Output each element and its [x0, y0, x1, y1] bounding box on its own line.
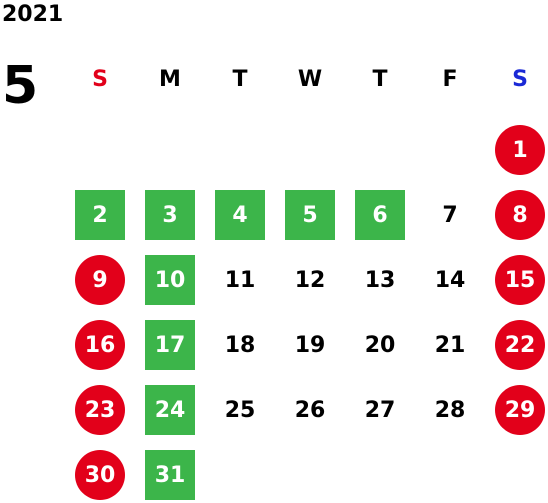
day-15: 15 [495, 255, 545, 305]
day-1: 1 [495, 125, 545, 175]
day-8: 8 [495, 190, 545, 240]
weekday-monday: M [159, 67, 181, 92]
day-5: 5 [285, 190, 335, 240]
year-label: 2021 [2, 2, 64, 27]
day-24: 24 [145, 385, 195, 435]
day-20: 20 [364, 332, 396, 358]
day-21: 21 [434, 332, 466, 358]
day-17: 17 [145, 320, 195, 370]
day-9: 9 [75, 255, 125, 305]
day-23: 23 [75, 385, 125, 435]
day-30: 30 [75, 450, 125, 500]
day-10: 10 [145, 255, 195, 305]
day-26: 26 [294, 397, 326, 423]
day-12: 12 [294, 267, 326, 293]
day-22: 22 [495, 320, 545, 370]
day-29: 29 [495, 385, 545, 435]
day-7: 7 [442, 202, 458, 228]
day-31: 31 [145, 450, 195, 500]
day-27: 27 [364, 397, 396, 423]
day-13: 13 [364, 267, 396, 293]
day-28: 28 [434, 397, 466, 423]
day-6: 6 [355, 190, 405, 240]
weekday-tuesday: T [232, 67, 248, 92]
weekday-wednesday: W [297, 67, 323, 92]
day-18: 18 [224, 332, 256, 358]
month-label: 5 [2, 56, 39, 116]
day-4: 4 [215, 190, 265, 240]
day-11: 11 [224, 267, 256, 293]
day-19: 19 [294, 332, 326, 358]
weekday-sunday: S [92, 67, 108, 92]
day-14: 14 [434, 267, 466, 293]
weekday-friday: F [442, 67, 458, 92]
day-2: 2 [75, 190, 125, 240]
day-25: 25 [224, 397, 256, 423]
weekday-thursday: T [372, 67, 388, 92]
weekday-saturday: S [512, 67, 528, 92]
day-3: 3 [145, 190, 195, 240]
day-16: 16 [75, 320, 125, 370]
